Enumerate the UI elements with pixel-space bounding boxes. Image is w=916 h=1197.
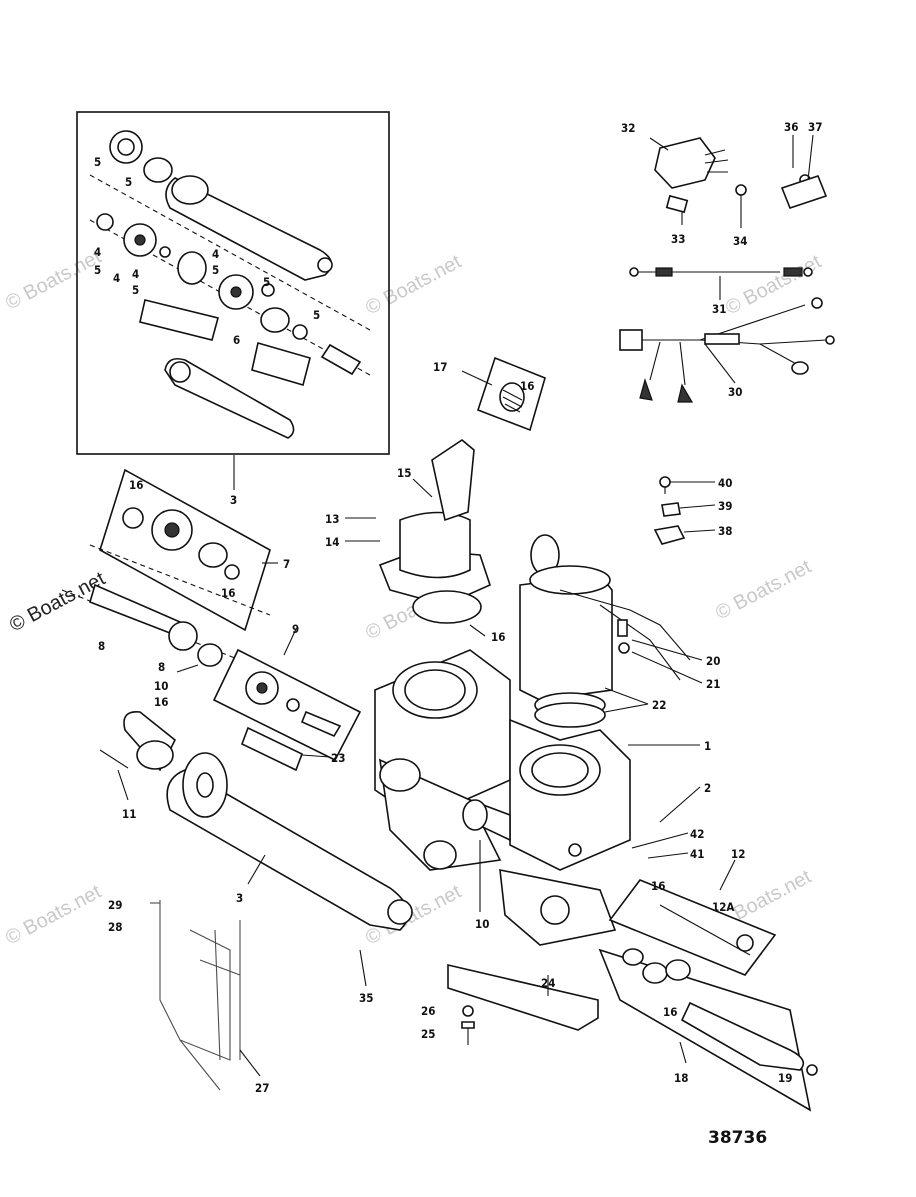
watermark: © Boats.net bbox=[2, 881, 105, 950]
callout-5: 5 bbox=[132, 283, 139, 297]
seal-kit-box bbox=[76, 111, 390, 455]
callout-2: 2 bbox=[704, 781, 711, 795]
callout-16: 16 bbox=[221, 586, 235, 600]
callout-24: 24 bbox=[541, 976, 555, 990]
callout-26: 26 bbox=[421, 1004, 435, 1018]
callout-40: 40 bbox=[718, 476, 732, 490]
transom-bracket bbox=[150, 900, 241, 1091]
valve-box-9 bbox=[212, 648, 362, 762]
callout-4: 4 bbox=[113, 271, 120, 285]
callout-29: 29 bbox=[108, 898, 122, 912]
callout-10: 10 bbox=[475, 917, 489, 931]
callout-5: 5 bbox=[212, 263, 219, 277]
callout-16: 16 bbox=[651, 879, 665, 893]
callout-38: 38 bbox=[718, 524, 732, 538]
callout-31: 31 bbox=[712, 302, 726, 316]
callout-labels: 5 5 4 5 4 4 5 4 5 5 5 6 3 16 7 16 8 8 10… bbox=[94, 120, 822, 1095]
callout-25: 25 bbox=[421, 1027, 435, 1041]
filter-plate-24 bbox=[447, 963, 599, 1031]
callout-16: 16 bbox=[154, 695, 168, 709]
pump-body-1 bbox=[374, 649, 631, 946]
reservoir-15 bbox=[378, 439, 491, 624]
callout-3: 3 bbox=[230, 493, 237, 507]
callout-13: 13 bbox=[325, 512, 339, 526]
callout-19: 19 bbox=[778, 1071, 792, 1085]
hardware-38-40 bbox=[653, 476, 686, 545]
callout-16: 16 bbox=[520, 379, 534, 393]
fitting-box-17 bbox=[477, 356, 546, 432]
callout-16: 16 bbox=[663, 1005, 677, 1019]
pump-motor-22 bbox=[519, 534, 691, 728]
trim-cylinder-3 bbox=[99, 711, 413, 931]
callout-5: 5 bbox=[94, 263, 101, 277]
callout-34: 34 bbox=[733, 234, 747, 248]
callout-9: 9 bbox=[292, 622, 299, 636]
callout-15: 15 bbox=[397, 466, 411, 480]
callout-37: 37 bbox=[808, 120, 822, 134]
callout-10: 10 bbox=[154, 679, 168, 693]
watermark: © Boats.net bbox=[362, 251, 465, 320]
hardware-25-26 bbox=[461, 1005, 475, 1045]
callout-16: 16 bbox=[491, 630, 505, 644]
callout-18: 18 bbox=[674, 1071, 688, 1085]
seal-kit-box-7 bbox=[99, 468, 271, 632]
watermark: © Boats.net bbox=[712, 556, 815, 625]
callout-4: 4 bbox=[94, 245, 101, 259]
callout-39: 39 bbox=[718, 499, 732, 513]
callout-5: 5 bbox=[313, 308, 320, 322]
watermark: © Boats.net bbox=[722, 251, 825, 320]
callout-20: 20 bbox=[706, 654, 720, 668]
callout-4: 4 bbox=[132, 267, 139, 281]
callout-5: 5 bbox=[263, 275, 270, 289]
callout-7: 7 bbox=[283, 557, 290, 571]
callout-8: 8 bbox=[98, 639, 105, 653]
callout-6: 6 bbox=[233, 333, 240, 347]
manual-release-box bbox=[598, 879, 818, 1112]
callout-8: 8 bbox=[158, 660, 165, 674]
callout-21: 21 bbox=[706, 677, 720, 691]
callout-30: 30 bbox=[728, 385, 742, 399]
callout-27: 27 bbox=[255, 1081, 269, 1095]
callout-41: 41 bbox=[690, 847, 704, 861]
callout-42: 42 bbox=[690, 827, 704, 841]
callout-36: 36 bbox=[784, 120, 798, 134]
callout-5: 5 bbox=[125, 175, 132, 189]
callout-35: 35 bbox=[359, 991, 373, 1005]
callout-16: 16 bbox=[129, 478, 143, 492]
leader-lines bbox=[117, 134, 814, 1077]
callout-17: 17 bbox=[433, 360, 447, 374]
callout-12A: 12A bbox=[712, 900, 734, 914]
callout-14: 14 bbox=[325, 535, 339, 549]
callout-11: 11 bbox=[122, 807, 136, 821]
electrical-parts bbox=[619, 137, 835, 403]
callout-3: 3 bbox=[236, 891, 243, 905]
callout-28: 28 bbox=[108, 920, 122, 934]
rod-box-8 bbox=[61, 544, 271, 667]
figure-number: 38736 bbox=[708, 1128, 767, 1148]
callout-4: 4 bbox=[212, 247, 219, 261]
callout-1: 1 bbox=[704, 739, 711, 753]
callout-32: 32 bbox=[621, 121, 635, 135]
callout-23: 23 bbox=[331, 751, 345, 765]
callout-22: 22 bbox=[652, 698, 666, 712]
callout-33: 33 bbox=[671, 232, 685, 246]
callout-12: 12 bbox=[731, 847, 745, 861]
watermark: © Boats.net bbox=[2, 246, 105, 315]
callout-5: 5 bbox=[94, 155, 101, 169]
